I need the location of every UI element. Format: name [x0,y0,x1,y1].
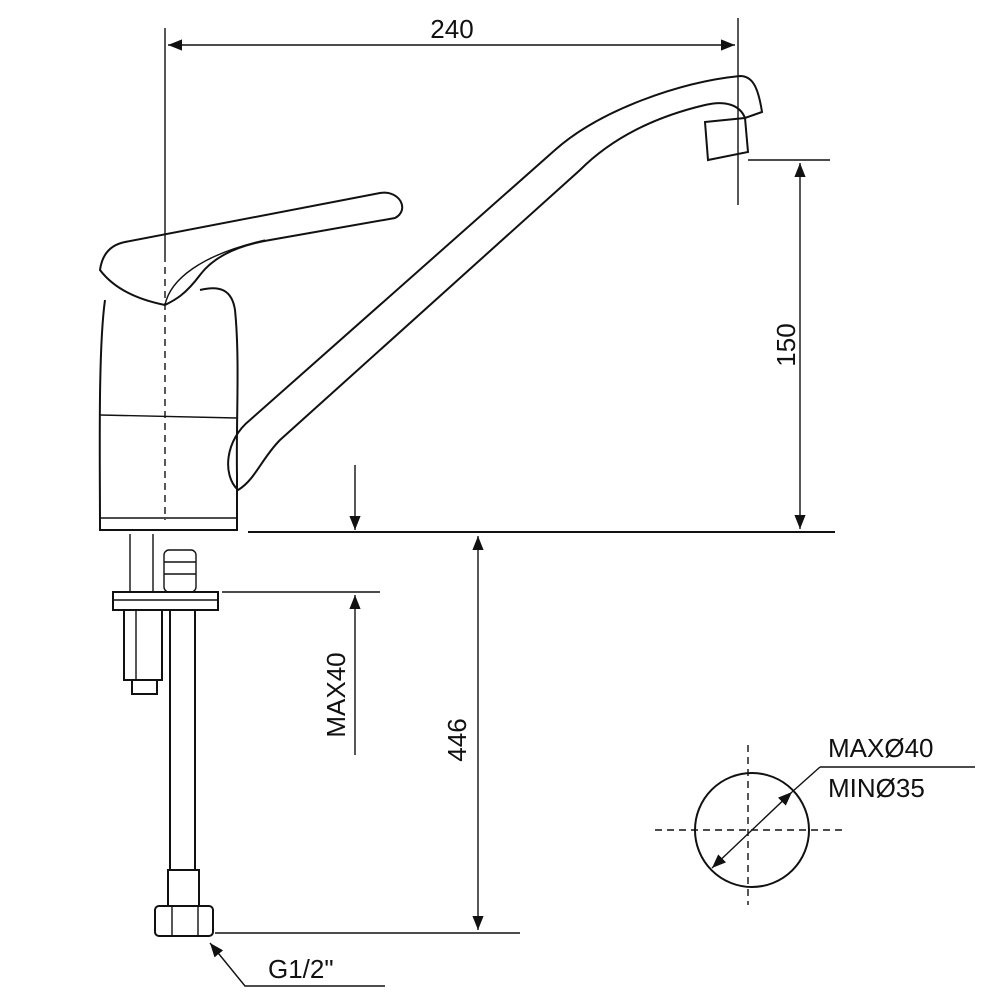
height-dimension: 150 [248,159,835,533]
mounting-hole-detail: MAXØ40 MINØ35 [655,733,975,905]
hole-max-label: MAXØ40 [828,733,934,763]
reach-label: 240 [430,14,473,44]
reach-dimension: 240 [164,14,739,255]
hose-length-dimension: 446 [215,536,520,934]
deck-thickness-label: MAX40 [321,652,351,737]
thread-label: G1/2" [268,954,334,984]
deck-thickness-dimension: MAX40 [222,465,380,755]
thread-callout: G1/2" [209,942,385,987]
height-label: 150 [771,323,801,366]
hose-length-label: 446 [442,718,472,761]
faucet-body [98,191,404,531]
spout [227,74,764,492]
mounting-hardware [112,534,219,937]
hole-min-label: MINØ35 [828,773,925,803]
